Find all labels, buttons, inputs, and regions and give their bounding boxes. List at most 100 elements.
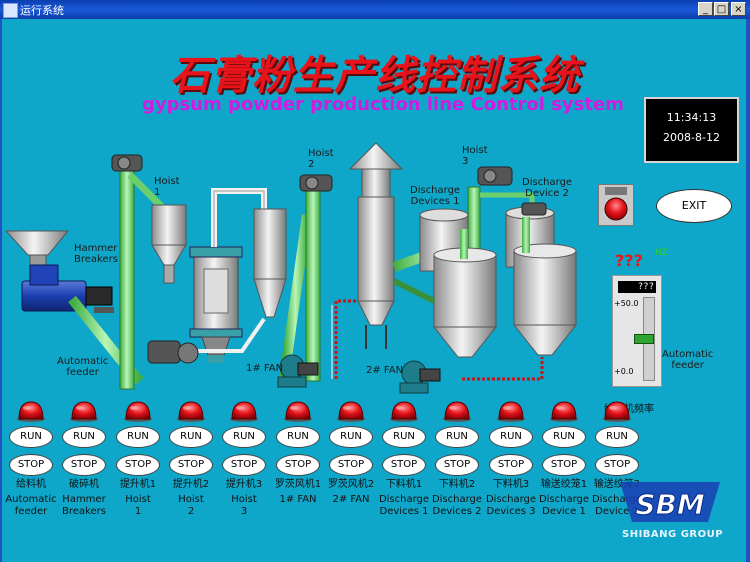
stop-button[interactable]: STOP bbox=[542, 454, 586, 476]
label-automatic-feeder-right: Automatic feeder bbox=[662, 349, 714, 371]
grinding-mill bbox=[189, 246, 243, 363]
title-bar: 运行系统 _ □ × bbox=[0, 0, 750, 19]
stop-button[interactable]: STOP bbox=[276, 454, 320, 476]
status-lamp-icon bbox=[16, 400, 46, 422]
unit-name-chinese: 下料机3 bbox=[492, 479, 530, 490]
alarm-lamp-icon bbox=[604, 187, 628, 221]
run-button[interactable]: RUN bbox=[116, 426, 160, 448]
unit-name-chinese: 下料机2 bbox=[438, 479, 476, 490]
run-button[interactable]: RUN bbox=[276, 426, 320, 448]
stop-button[interactable]: STOP bbox=[169, 454, 213, 476]
status-lamp-icon bbox=[176, 400, 206, 422]
hoist-2-motor bbox=[299, 174, 333, 192]
hammer-breaker bbox=[21, 264, 114, 313]
unit-name-english: Hoist 1 bbox=[125, 494, 151, 517]
stop-button[interactable]: STOP bbox=[116, 454, 160, 476]
run-button[interactable]: RUN bbox=[9, 426, 53, 448]
window-frame-right bbox=[746, 19, 750, 562]
slider-min-label: +0.0 bbox=[614, 367, 634, 376]
stop-button[interactable]: STOP bbox=[222, 454, 266, 476]
alarm-light[interactable] bbox=[598, 184, 634, 226]
feed-bin bbox=[151, 204, 187, 284]
frequency-value: ??? bbox=[615, 251, 643, 270]
status-lamp-icon bbox=[336, 400, 366, 422]
run-button[interactable]: RUN bbox=[435, 426, 479, 448]
status-lamp-icon bbox=[123, 400, 153, 422]
window-title: 运行系统 bbox=[20, 4, 64, 17]
unit-name-chinese: 给料机 bbox=[16, 479, 46, 490]
slider-max-label: +50.0 bbox=[614, 299, 639, 308]
label-hoist-2: Hoist 2 bbox=[308, 148, 334, 170]
sbm-logo: SBM bbox=[620, 482, 720, 522]
unit-name-chinese: 罗茨风机2 bbox=[327, 479, 375, 490]
label-discharge-devices-1: Discharge Devices 1 bbox=[410, 185, 461, 207]
hz-unit-label: HZ bbox=[655, 248, 668, 258]
unit-name-english: Automatic feeder bbox=[5, 494, 57, 517]
run-button[interactable]: RUN bbox=[382, 426, 426, 448]
stop-button[interactable]: STOP bbox=[9, 454, 53, 476]
close-button[interactable]: × bbox=[731, 2, 746, 16]
stop-button[interactable]: STOP bbox=[62, 454, 106, 476]
maximize-button[interactable]: □ bbox=[714, 2, 729, 16]
unit-name-english: Hoist 2 bbox=[178, 494, 204, 517]
stop-button[interactable]: STOP bbox=[329, 454, 373, 476]
unit-name-chinese: 输送绞笼1 bbox=[540, 479, 588, 490]
status-lamp-icon bbox=[229, 400, 259, 422]
status-lamp-icon bbox=[496, 400, 526, 422]
app-icon bbox=[3, 3, 18, 18]
logo-text: SBM bbox=[635, 488, 705, 521]
unit-name-chinese: 提升机3 bbox=[225, 479, 263, 490]
label-hoist-1: Hoist 1 bbox=[154, 176, 180, 198]
run-button[interactable]: RUN bbox=[542, 426, 586, 448]
run-button[interactable]: RUN bbox=[222, 426, 266, 448]
fan-1 bbox=[277, 354, 319, 388]
unit-name-english: Hoist 3 bbox=[231, 494, 257, 517]
mill-motor bbox=[147, 340, 199, 364]
run-button[interactable]: RUN bbox=[595, 426, 639, 448]
clock-date: 2008-8-12 bbox=[663, 131, 720, 144]
status-lamp-icon bbox=[283, 400, 313, 422]
run-button[interactable]: RUN bbox=[169, 426, 213, 448]
run-button[interactable]: RUN bbox=[62, 426, 106, 448]
clock-display: 11:34:13 2008-8-12 bbox=[644, 97, 739, 163]
unit-name-english: 2# FAN bbox=[332, 494, 370, 505]
unit-name-english: Discharge Devices 2 bbox=[431, 494, 483, 517]
label-fan-2: 2# FAN bbox=[366, 365, 404, 376]
status-lamp-icon bbox=[602, 400, 632, 422]
stop-button[interactable]: STOP bbox=[435, 454, 479, 476]
label-discharge-device-2: Discharge Device 2 bbox=[522, 177, 573, 199]
window-frame-left bbox=[0, 19, 2, 562]
unit-name-chinese: 罗茨风机1 bbox=[274, 479, 322, 490]
calciner bbox=[348, 142, 404, 349]
unit-name-chinese: 提升机2 bbox=[172, 479, 210, 490]
stop-button[interactable]: STOP bbox=[595, 454, 639, 476]
unit-name-english: Discharge Devices 3 bbox=[485, 494, 537, 517]
minimize-button[interactable]: _ bbox=[698, 2, 713, 16]
process-diagram bbox=[4, 142, 578, 394]
label-hammer-breakers: Hammer Breakers bbox=[74, 243, 118, 265]
unit-name-english: 1# FAN bbox=[279, 494, 317, 505]
label-automatic-feeder: Automatic feeder bbox=[57, 356, 109, 378]
hoist-1-motor bbox=[111, 154, 143, 172]
frequency-readout: ??? bbox=[618, 281, 656, 293]
hopper bbox=[4, 230, 70, 270]
run-button[interactable]: RUN bbox=[489, 426, 533, 448]
silos bbox=[419, 206, 578, 358]
unit-name-chinese: 输送绞笼2 bbox=[593, 479, 641, 490]
frequency-caption: 给料机频率 bbox=[604, 404, 654, 415]
label-hoist-3: Hoist 3 bbox=[462, 145, 488, 167]
stop-button[interactable]: STOP bbox=[382, 454, 426, 476]
cyclone-separator bbox=[253, 208, 287, 318]
fan-2 bbox=[399, 360, 441, 394]
status-lamp-icon bbox=[389, 400, 419, 422]
stop-button[interactable]: STOP bbox=[489, 454, 533, 476]
page-title-chinese: 石膏粉生产线控制系统 bbox=[170, 52, 580, 99]
exit-button[interactable]: EXIT bbox=[656, 189, 732, 223]
label-fan-1: 1# FAN bbox=[246, 363, 284, 374]
run-button[interactable]: RUN bbox=[329, 426, 373, 448]
status-lamp-icon bbox=[442, 400, 472, 422]
scada-panel: 石膏粉生产线控制系统 gypsum powder production line… bbox=[2, 19, 746, 562]
clock-time: 11:34:13 bbox=[666, 111, 717, 124]
frequency-slider-thumb[interactable] bbox=[634, 334, 654, 344]
